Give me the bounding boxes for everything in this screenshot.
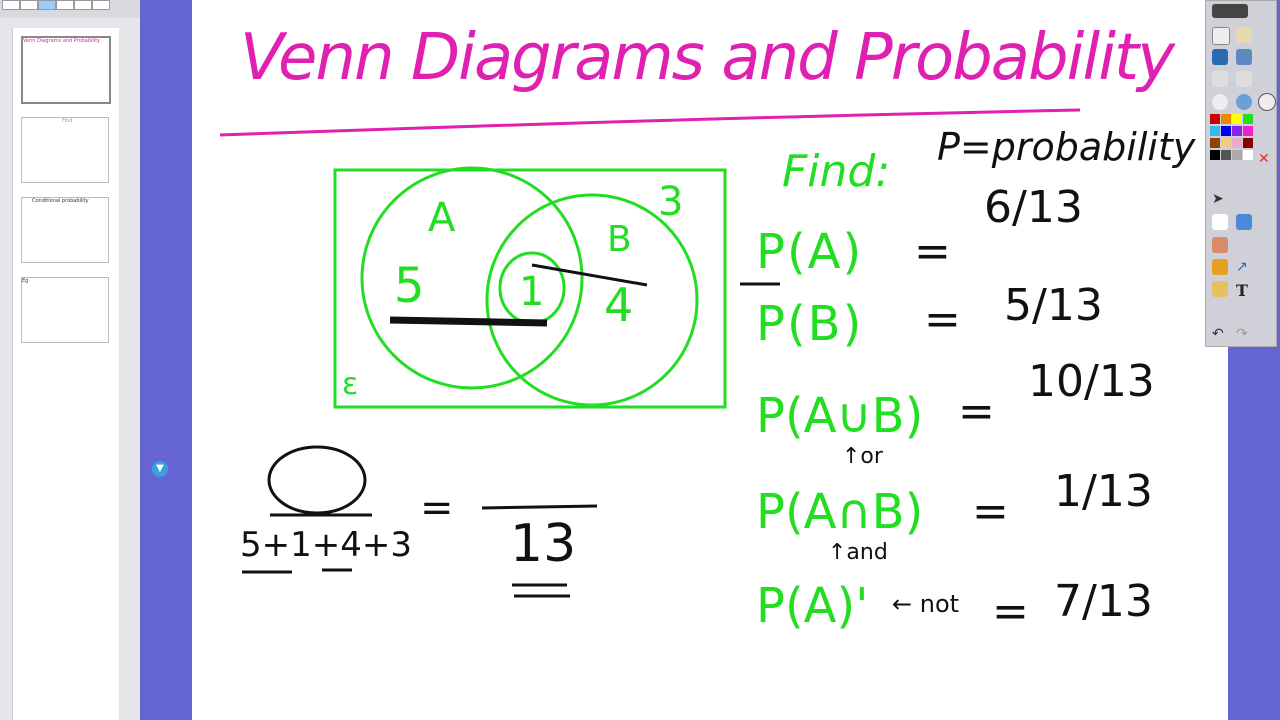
color-swatch[interactable] xyxy=(1210,150,1220,160)
floating-toolbar: ✕ ➤ ↗ T ↶ ↷ xyxy=(1205,0,1277,347)
tab-extra[interactable] xyxy=(92,0,110,10)
total-sum: 5+1+4+3 xyxy=(240,525,412,565)
whiteboard-canvas[interactable]: Venn Diagrams and Probability A B 5 1 4 … xyxy=(192,0,1228,720)
venn-value-only-b: 4 xyxy=(604,278,634,332)
color-swatch[interactable] xyxy=(1221,150,1231,160)
pen-icon[interactable] xyxy=(1212,214,1228,230)
answer-p-b: 5/13 xyxy=(1004,280,1103,331)
equals: = xyxy=(992,586,1029,637)
redo-icon[interactable]: ↷ xyxy=(1236,326,1248,342)
print-icon[interactable] xyxy=(1236,71,1252,87)
tab-page-sorter[interactable] xyxy=(2,0,20,10)
find-label: Find: xyxy=(782,146,891,197)
play-icon[interactable] xyxy=(1212,94,1228,110)
equals: = xyxy=(958,386,995,437)
expr-p-a-intersect-b: P(A∩B) xyxy=(756,484,924,540)
clock-icon[interactable] xyxy=(1258,93,1276,111)
page-thumbnail-3[interactable]: Conditional probability xyxy=(21,197,109,263)
venn-value-only-a: 5 xyxy=(394,258,425,314)
fraction-equals: = xyxy=(420,485,454,531)
color-swatch[interactable] xyxy=(1221,126,1231,136)
expr-p-a-union-b: P(A∪B) xyxy=(756,388,924,444)
color-swatch[interactable] xyxy=(1232,150,1242,160)
color-swatch[interactable] xyxy=(1210,114,1220,124)
color-swatch[interactable] xyxy=(1210,138,1220,148)
venn-value-outside: 3 xyxy=(658,179,684,225)
answer-p-a-union-b: 10/13 xyxy=(1028,356,1155,407)
color-swatch[interactable] xyxy=(1243,150,1253,160)
undo-icon[interactable]: ↶ xyxy=(1212,326,1224,342)
line-icon[interactable]: ↗ xyxy=(1236,259,1248,275)
sidebar-tabs xyxy=(0,0,140,18)
pointer-line xyxy=(531,263,648,287)
underline-mark xyxy=(389,316,548,327)
expr-p-a: P(A) xyxy=(756,224,864,280)
spotlight-icon[interactable] xyxy=(1236,49,1252,65)
share-icon[interactable] xyxy=(1212,4,1248,18)
color-swatch[interactable] xyxy=(1210,126,1220,136)
title-underline xyxy=(219,108,1081,137)
ink-strokes xyxy=(242,282,780,598)
note-or: ↑or xyxy=(842,444,883,469)
color-swatch[interactable] xyxy=(1232,114,1242,124)
color-swatch[interactable] xyxy=(1243,114,1253,124)
tab-properties[interactable] xyxy=(56,0,74,10)
equals: = xyxy=(924,294,961,345)
select-arrow-icon[interactable]: ➤ xyxy=(1212,191,1224,207)
note-not: ← not xyxy=(892,590,960,618)
magic-pen-icon[interactable] xyxy=(1236,94,1252,110)
expand-sidebar-button[interactable]: ▼ xyxy=(152,461,168,477)
tab-addons[interactable] xyxy=(74,0,92,10)
screen-shade-icon[interactable] xyxy=(1212,49,1228,65)
thumb-title: Conditional probability xyxy=(32,198,89,204)
answer-p-a-intersect-b: 1/13 xyxy=(1054,466,1153,517)
thumb-title: Venn Diagrams and Probability xyxy=(23,38,101,44)
page-thumbnail-1[interactable]: Venn Diagrams and Probability xyxy=(21,36,111,104)
ink-layer xyxy=(219,108,1081,598)
color-swatch[interactable] xyxy=(1243,138,1253,148)
tab-attachments[interactable] xyxy=(38,0,56,10)
page-thumbnail-2[interactable]: Find xyxy=(21,117,109,183)
color-swatch[interactable] xyxy=(1243,126,1253,136)
thumb-title: Eg xyxy=(22,278,29,284)
color-swatch[interactable] xyxy=(1221,114,1231,124)
venn-label-a: A xyxy=(428,195,456,241)
thumb-title: Find xyxy=(62,118,73,124)
color-swatch[interactable] xyxy=(1221,138,1231,148)
highlighter-icon[interactable] xyxy=(1236,214,1252,230)
page-title: Venn Diagrams and Probability xyxy=(240,21,1175,95)
fraction-denominator: 13 xyxy=(510,514,577,574)
color-swatch[interactable] xyxy=(1232,138,1242,148)
answer-p-a: 6/13 xyxy=(984,182,1083,233)
text-icon[interactable]: T xyxy=(1236,281,1248,300)
answer-p-a-complement: 7/13 xyxy=(1054,576,1153,627)
fill-icon[interactable] xyxy=(1212,281,1228,297)
circle-b xyxy=(485,193,699,407)
circle-a xyxy=(360,166,584,390)
venn-value-both: 1 xyxy=(519,269,545,315)
screen-capture-icon[interactable] xyxy=(1236,27,1252,43)
numerator-circle xyxy=(267,445,367,515)
color-swatch[interactable] xyxy=(1232,126,1242,136)
universal-set-symbol: ε xyxy=(342,367,359,402)
universal-set-box xyxy=(333,168,727,409)
expr-p-a-complement: P(A)' xyxy=(756,578,869,634)
delete-icon[interactable]: ✕ xyxy=(1258,151,1270,167)
tab-gallery[interactable] xyxy=(20,0,38,10)
page-list: Venn Diagrams and Probability Find Condi… xyxy=(12,28,119,720)
expr-p-b: P(B) xyxy=(756,296,864,352)
venn-label-b: B xyxy=(607,219,632,260)
note-and: ↑and xyxy=(828,540,888,565)
print-icon[interactable] xyxy=(1212,71,1228,87)
shapes-icon[interactable] xyxy=(1212,259,1228,275)
equals: = xyxy=(972,486,1009,537)
eraser-icon[interactable] xyxy=(1212,237,1228,253)
probability-definition: P=probability xyxy=(937,125,1196,169)
page-sorter-panel: Venn Diagrams and Probability Find Condi… xyxy=(0,0,140,720)
equals: = xyxy=(914,226,951,277)
capture-icon[interactable] xyxy=(1212,27,1230,45)
page-thumbnail-4[interactable]: Eg xyxy=(21,277,109,343)
